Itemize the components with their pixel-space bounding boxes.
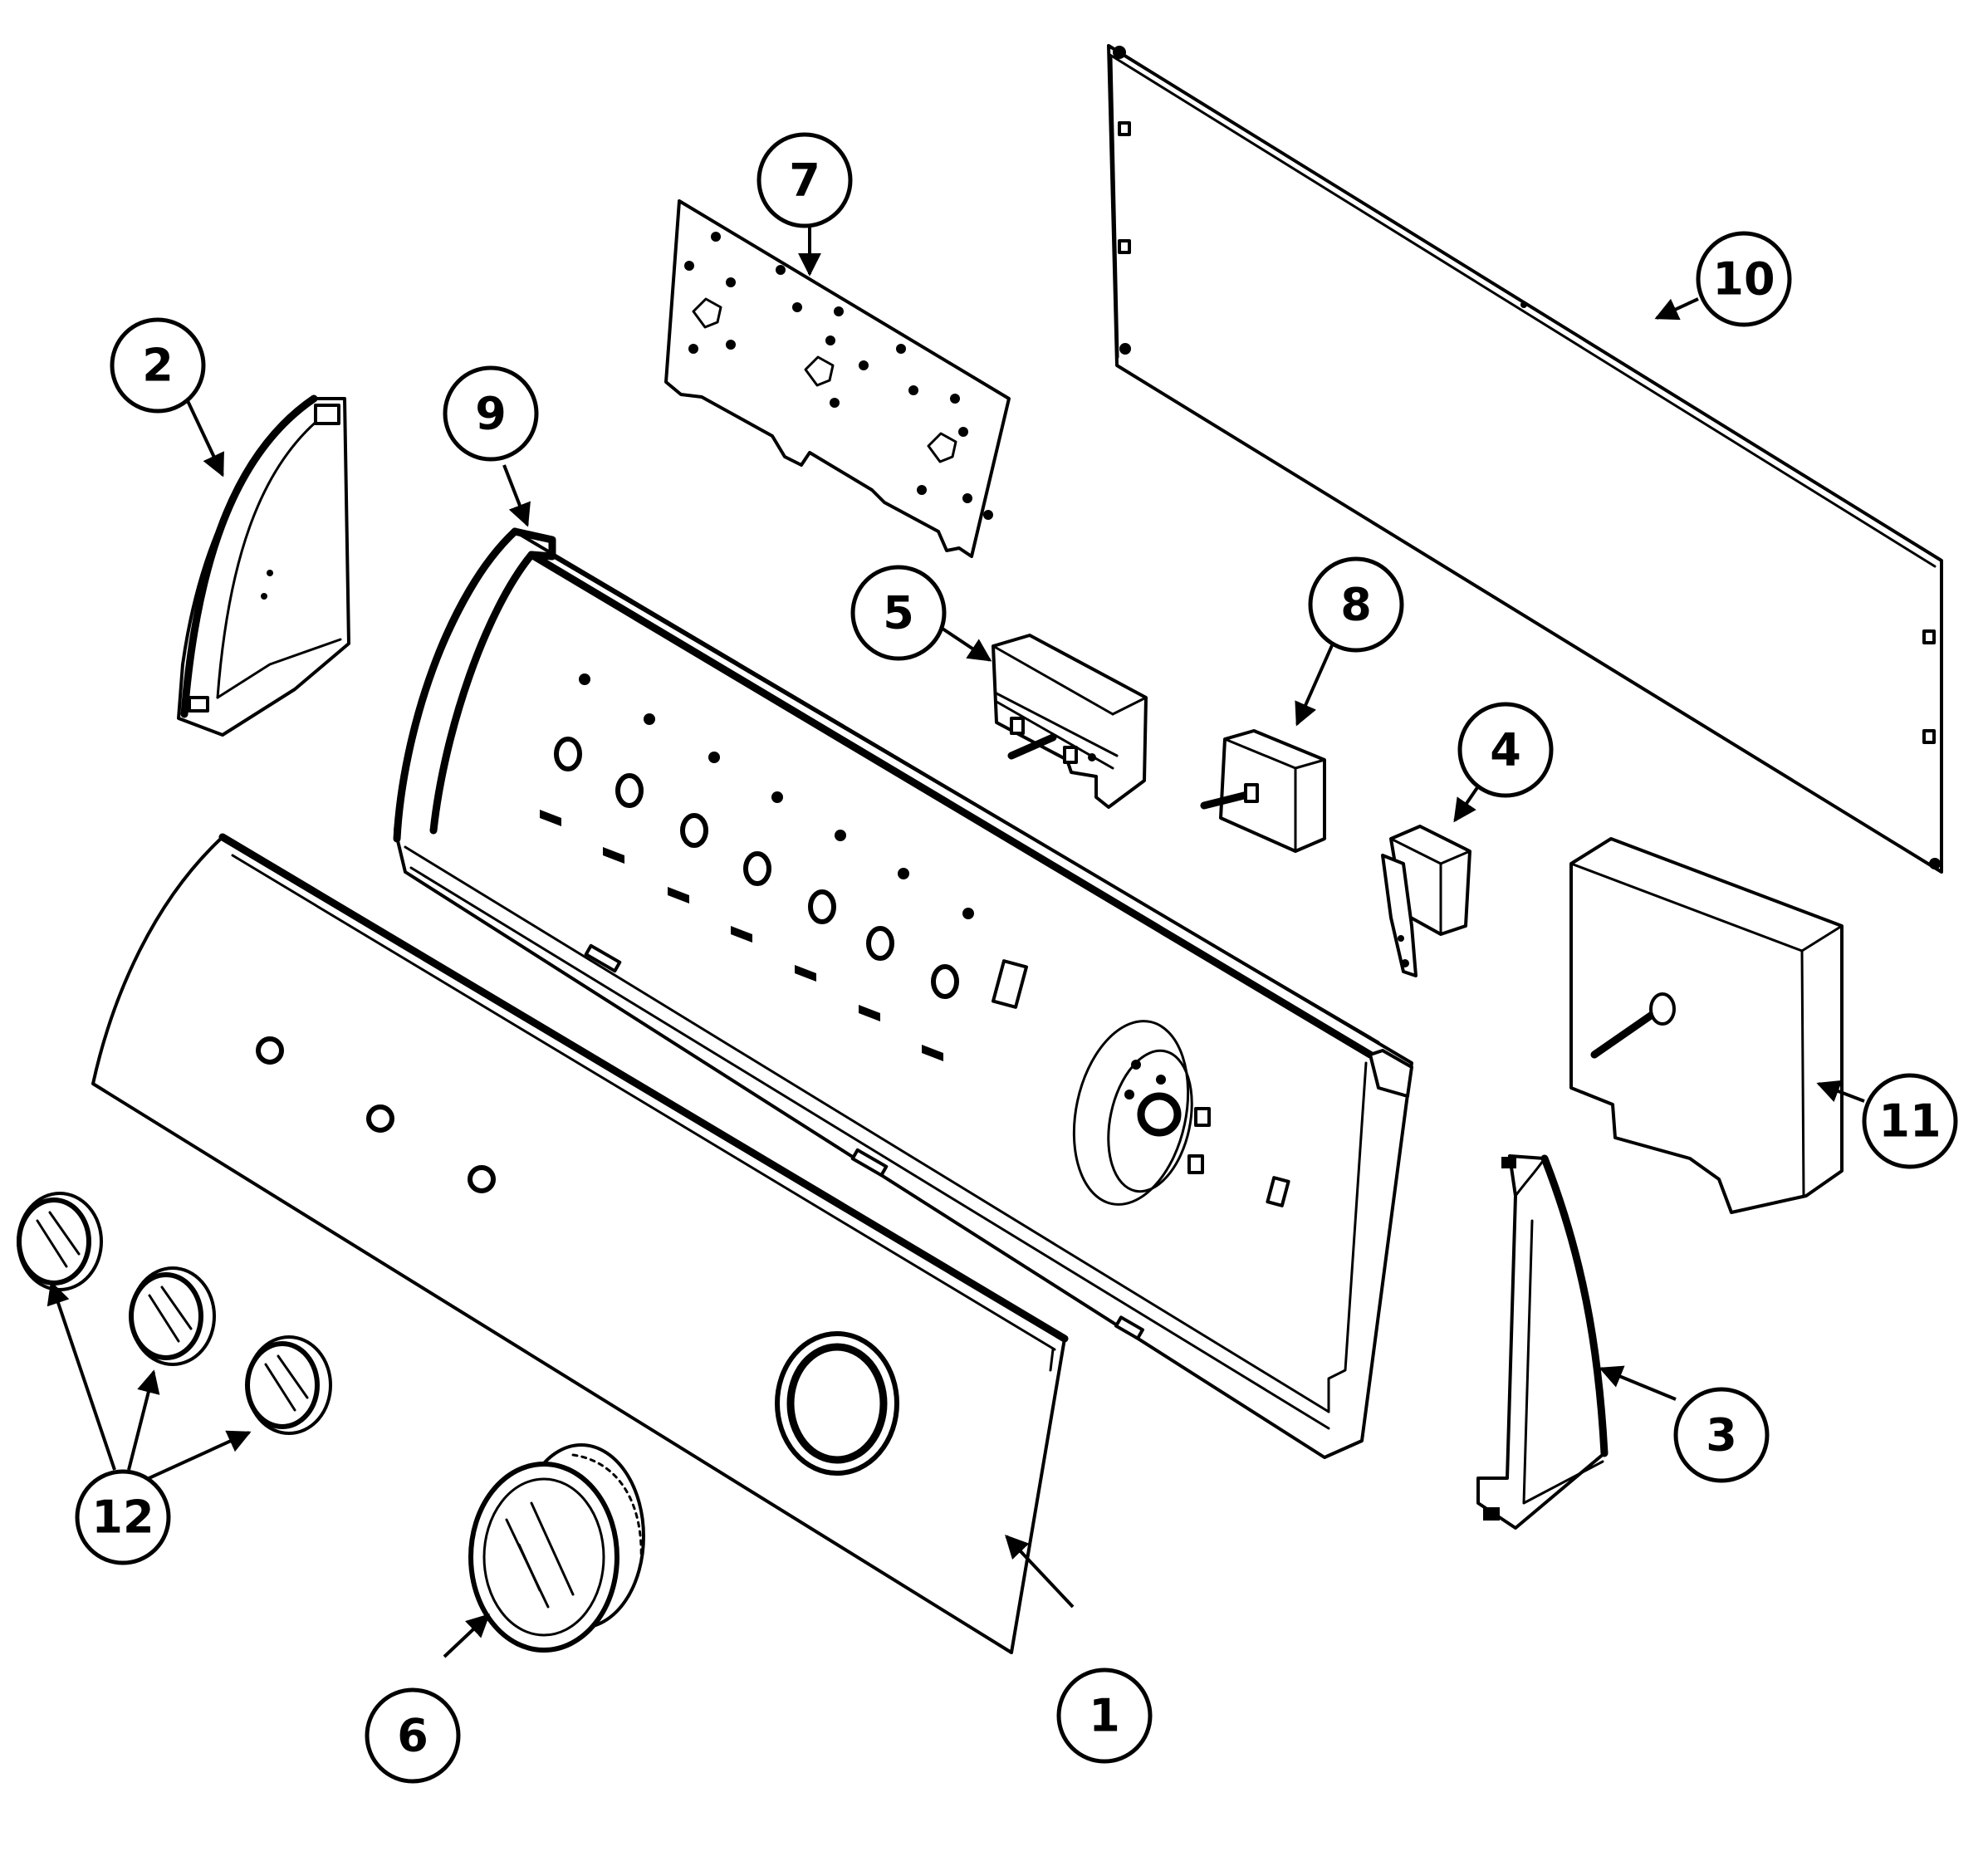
rear-panel-part xyxy=(1107,44,1943,874)
leader-1 xyxy=(1005,1534,1075,1609)
switch-part xyxy=(992,634,1148,809)
callout-2-label: 2 xyxy=(142,340,174,392)
timer-part xyxy=(1569,837,1844,1214)
leader-12a xyxy=(47,1281,116,1471)
rotary-switch-part xyxy=(1200,729,1326,853)
callout-12: 12 xyxy=(75,1469,171,1565)
large-knob-part xyxy=(468,1443,645,1653)
front-panel-part xyxy=(91,833,1069,1654)
leader-12c xyxy=(144,1430,252,1481)
callout-3: 3 xyxy=(1673,1387,1770,1483)
callout-12-label: 12 xyxy=(91,1491,154,1544)
callout-2: 2 xyxy=(110,317,206,414)
callout-6-label: 6 xyxy=(397,1710,428,1762)
callout-11-label: 11 xyxy=(1878,1095,1941,1148)
callout-5-label: 5 xyxy=(883,587,914,639)
callout-4: 4 xyxy=(1457,702,1554,798)
left-end-cap-part xyxy=(177,394,350,737)
leader-3 xyxy=(1599,1365,1677,1401)
right-end-cap-part xyxy=(1476,1154,1609,1530)
callout-9-label: 9 xyxy=(475,388,507,440)
callout-3-label: 3 xyxy=(1706,1409,1737,1462)
leader-5 xyxy=(938,625,992,662)
callout-8: 8 xyxy=(1308,556,1404,653)
callout-7: 7 xyxy=(757,132,853,228)
small-knobs-part xyxy=(17,1192,332,1435)
leader-12b xyxy=(127,1369,160,1471)
callout-6: 6 xyxy=(365,1687,461,1784)
relay-part xyxy=(1381,825,1471,977)
callout-11: 11 xyxy=(1862,1073,1958,1169)
leader-6 xyxy=(443,1614,491,1658)
callout-10: 10 xyxy=(1696,231,1792,327)
leader-9 xyxy=(502,464,531,527)
callout-10-label: 10 xyxy=(1712,253,1775,306)
callout-1-label: 1 xyxy=(1089,1690,1120,1742)
leader-2 xyxy=(181,389,224,477)
callout-4-label: 4 xyxy=(1490,724,1521,776)
callout-1: 1 xyxy=(1056,1668,1153,1764)
callout-5: 5 xyxy=(850,565,947,661)
callout-7-label: 7 xyxy=(789,154,820,207)
leader-lines xyxy=(47,223,1865,1658)
callout-9: 9 xyxy=(443,365,539,462)
callout-8-label: 8 xyxy=(1340,579,1372,631)
control-console-part xyxy=(393,527,1413,1459)
leader-11 xyxy=(1816,1080,1865,1103)
mounting-board-part xyxy=(664,199,1011,558)
leader-8 xyxy=(1295,643,1334,727)
leader-10 xyxy=(1654,297,1699,321)
